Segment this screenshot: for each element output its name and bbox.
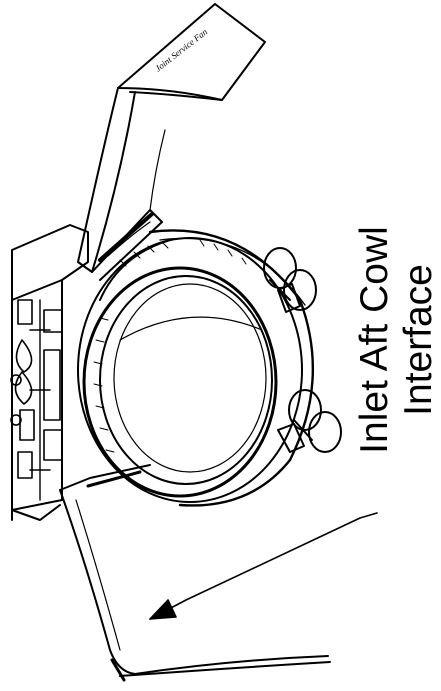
fan-case-texture bbox=[93, 239, 247, 453]
lower-cowl-door bbox=[59, 464, 331, 682]
inlet-opening bbox=[82, 266, 278, 498]
callout-leader bbox=[149, 512, 378, 620]
callout-line-2: Interface bbox=[397, 264, 440, 416]
callout-label: Inlet Aft Cowl Interface bbox=[353, 165, 441, 515]
upper-cowl-door bbox=[77, 3, 266, 281]
fan-case bbox=[77, 229, 315, 507]
pylon-mechanisms bbox=[10, 299, 63, 479]
fan-case-accessories bbox=[263, 247, 342, 453]
callout-line-1: Inlet Aft Cowl bbox=[353, 226, 396, 454]
pylon-structure bbox=[11, 224, 89, 521]
